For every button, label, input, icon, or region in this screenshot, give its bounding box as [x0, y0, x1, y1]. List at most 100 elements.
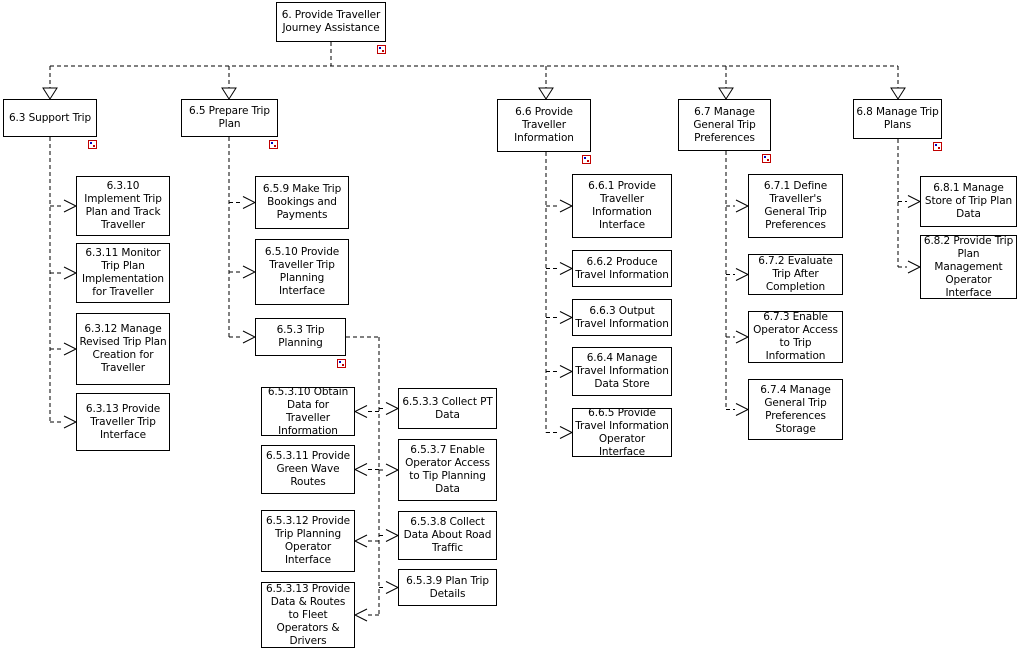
branch-node-b68[interactable]: 6.8 Manage Trip Plans [853, 99, 942, 139]
node-6-6-1-provide-traveller-information-interface[interactable]: 6.6.1 Provide Traveller Information Inte… [572, 174, 672, 238]
node-6-6-2-produce-travel-information[interactable]: 6.6.2 Produce Travel Information [572, 250, 672, 287]
node-label: 6.6.5 Provide Travel Information Operato… [575, 406, 669, 458]
dependency-arrow-icon [242, 330, 257, 344]
node-label: 6. Provide Traveller Journey Assistance [281, 9, 381, 34]
node-label: 6.3.12 Manage Revised Trip Plan Creation… [79, 323, 167, 374]
node-label: 6.6.1 Provide Traveller Information Inte… [588, 180, 656, 231]
dependency-arrow-icon [63, 266, 78, 280]
inheritance-arrow-icon [221, 87, 237, 100]
branch-node-b67[interactable]: 6.7 Manage General Trip Preferences [678, 99, 771, 151]
marker-dot-red [274, 145, 276, 147]
node-label: 6.7.2 Evaluate Trip After Completion [758, 255, 833, 293]
marker-dot-blue [584, 157, 586, 159]
node-label: 6.5.3.13 Provide Data & Routes to Fleet … [265, 582, 351, 647]
node-6-5-3-12-provide-trip-planning-operator-interface[interactable]: 6.5.3.12 Provide Trip Planning Operator … [261, 510, 355, 572]
node-label: 6.6.4 Manage Travel Information Data Sto… [575, 352, 669, 390]
node-6-3-10-implement-trip-plan-and-track-traveller[interactable]: 6.3.10 Implement Trip Plan and Track Tra… [76, 176, 170, 236]
dependency-arrow-icon [559, 262, 574, 275]
node-6-8-1-manage-store-of-trip-plan-data[interactable]: 6.8.1 Manage Store of Trip Plan Data [920, 176, 1017, 227]
node-6-8-2-provide-trip-plan-management-operator-interface[interactable]: 6.8.2 Provide Trip Plan Management Opera… [920, 235, 1017, 299]
decomposition-marker-icon [269, 140, 278, 149]
node-6-6-3-output-travel-information[interactable]: 6.6.3 Output Travel Information [572, 299, 672, 336]
inheritance-arrow-icon [890, 87, 906, 100]
dependency-arrow-icon [735, 403, 750, 416]
marker-dot-blue [271, 142, 273, 144]
node-6-6-4-manage-travel-information-data-store[interactable]: 6.6.4 Manage Travel Information Data Sto… [572, 347, 672, 396]
node-6-3-11-monitor-trip-plan-implementation-for-traveller[interactable]: 6.3.11 Monitor Trip Plan Implementation … [76, 243, 170, 303]
node-6-5-3-9-plan-trip-details[interactable]: 6.5.3.9 Plan Trip Details [398, 569, 497, 606]
node-6-3-13-provide-traveller-trip-interface[interactable]: 6.3.13 Provide Traveller Trip Interface [76, 393, 170, 451]
branch-node-b63[interactable]: 6.3 Support Trip [3, 99, 97, 137]
root-node[interactable]: 6. Provide Traveller Journey Assistance [276, 2, 386, 42]
node-6-7-2-evaluate-trip-after-completion[interactable]: 6.7.2 Evaluate Trip After Completion [748, 254, 843, 295]
marker-dot-blue [764, 156, 766, 158]
dependency-arrow-icon [63, 415, 78, 429]
node-label: 6.3.11 Monitor Trip Plan Implementation … [82, 247, 164, 298]
node-label: 6.5 Prepare Trip Plan [189, 105, 270, 130]
marker-dot-red [587, 160, 589, 162]
dependency-arrow-icon [735, 330, 750, 344]
decomposition-marker-icon [377, 45, 386, 54]
node-label: 6.7.3 Enable Operator Access to Trip Inf… [753, 311, 838, 362]
node-6-5-3-10-obtain-data-for-traveller-information[interactable]: 6.5.3.10 Obtain Data for Traveller Infor… [261, 386, 355, 437]
node-6-5-3-11-provide-green-wave-routes[interactable]: 6.5.3.11 Provide Green Wave Routes [261, 445, 355, 494]
node-label: 6.6 Provide Traveller Information [514, 106, 574, 144]
dependency-arrow-icon [385, 463, 400, 477]
decomposition-marker-icon [582, 155, 591, 164]
marker-dot-red [342, 364, 344, 366]
decomposition-marker-icon [88, 140, 97, 149]
node-label: 6.5.3.12 Provide Trip Planning Operator … [265, 515, 351, 566]
node-label: 6.5.3.7 Enable Operator Access to Tip Pl… [405, 444, 490, 495]
marker-dot-red [767, 159, 769, 161]
node-label: 6.5.9 Make Trip Bookings and Payments [262, 183, 342, 221]
dependency-arrow-icon [735, 268, 750, 281]
node-6-7-1-define-traveller-s-general-trip-preferences[interactable]: 6.7.1 Define Traveller's General Trip Pr… [748, 174, 843, 238]
dependency-arrow-icon [559, 365, 574, 378]
node-6-7-4-manage-general-trip-preferences-storage[interactable]: 6.7.4 Manage General Trip Preferences St… [748, 379, 843, 440]
node-label: 6.7.4 Manage General Trip Preferences St… [760, 383, 831, 435]
node-label: 6.3.13 Provide Traveller Trip Interface [85, 402, 161, 441]
marker-dot-red [938, 147, 940, 149]
node-label: 6.6.3 Output Travel Information [575, 304, 669, 330]
node-label: 6.5.10 Provide Traveller Trip Planning I… [264, 246, 340, 297]
marker-dot-blue [379, 47, 381, 49]
node-label: 6.5.3 Trip Planning [276, 324, 325, 349]
node-6-3-12-manage-revised-trip-plan-creation-for-traveller[interactable]: 6.3.12 Manage Revised Trip Plan Creation… [76, 313, 170, 385]
decomposition-marker-icon [762, 154, 771, 163]
node-6-5-3-13-provide-data-routes-to-fleet-operators-drivers[interactable]: 6.5.3.13 Provide Data & Routes to Fleet … [261, 582, 355, 648]
node-6-5-9-make-trip-bookings-and-payments[interactable]: 6.5.9 Make Trip Bookings and Payments [255, 176, 349, 229]
node-label: 6.8 Manage Trip Plans [856, 106, 939, 131]
dependency-arrow-icon [353, 463, 368, 476]
inheritance-arrow-icon [42, 87, 58, 100]
marker-dot-red [382, 50, 384, 52]
node-6-5-3-trip-planning[interactable]: 6.5.3 Trip Planning [255, 318, 346, 356]
node-6-5-10-provide-traveller-trip-planning-interface[interactable]: 6.5.10 Provide Traveller Trip Planning I… [255, 239, 349, 305]
dependency-arrow-icon [559, 311, 574, 324]
node-label: 6.3 Support Trip [8, 111, 92, 124]
node-6-6-5-provide-travel-information-operator-interface[interactable]: 6.6.5 Provide Travel Information Operato… [572, 406, 672, 458]
dependency-arrow-icon [907, 195, 922, 208]
marker-dot-blue [935, 144, 937, 146]
dependency-arrow-icon [735, 199, 750, 213]
dependency-arrow-icon [63, 199, 78, 213]
dependency-arrow-icon [242, 196, 257, 209]
marker-dot-blue [90, 142, 92, 144]
marker-dot-red [93, 145, 95, 147]
node-label: 6.5.3.3 Collect PT Data [402, 395, 493, 421]
node-6-5-3-7-enable-operator-access-to-tip-planning-data[interactable]: 6.5.3.7 Enable Operator Access to Tip Pl… [398, 439, 497, 501]
dependency-arrow-icon [353, 534, 368, 548]
inheritance-arrow-icon [718, 87, 734, 100]
dependency-arrow-icon [385, 529, 400, 542]
dependency-arrow-icon [385, 402, 400, 415]
dependency-arrow-icon [559, 199, 574, 213]
node-6-5-3-8-collect-data-about-road-traffic[interactable]: 6.5.3.8 Collect Data About Road Traffic [398, 511, 497, 560]
decomposition-marker-icon [933, 142, 942, 151]
branch-node-b65[interactable]: 6.5 Prepare Trip Plan [181, 99, 278, 137]
node-6-7-3-enable-operator-access-to-trip-information[interactable]: 6.7.3 Enable Operator Access to Trip Inf… [748, 311, 843, 363]
node-label: 6.8.1 Manage Store of Trip Plan Data [924, 182, 1013, 220]
dependency-arrow-icon [353, 405, 368, 418]
node-6-5-3-3-collect-pt-data[interactable]: 6.5.3.3 Collect PT Data [398, 388, 497, 429]
node-label: 6.7 Manage General Trip Preferences [693, 105, 756, 144]
branch-node-b66[interactable]: 6.6 Provide Traveller Information [497, 99, 591, 152]
